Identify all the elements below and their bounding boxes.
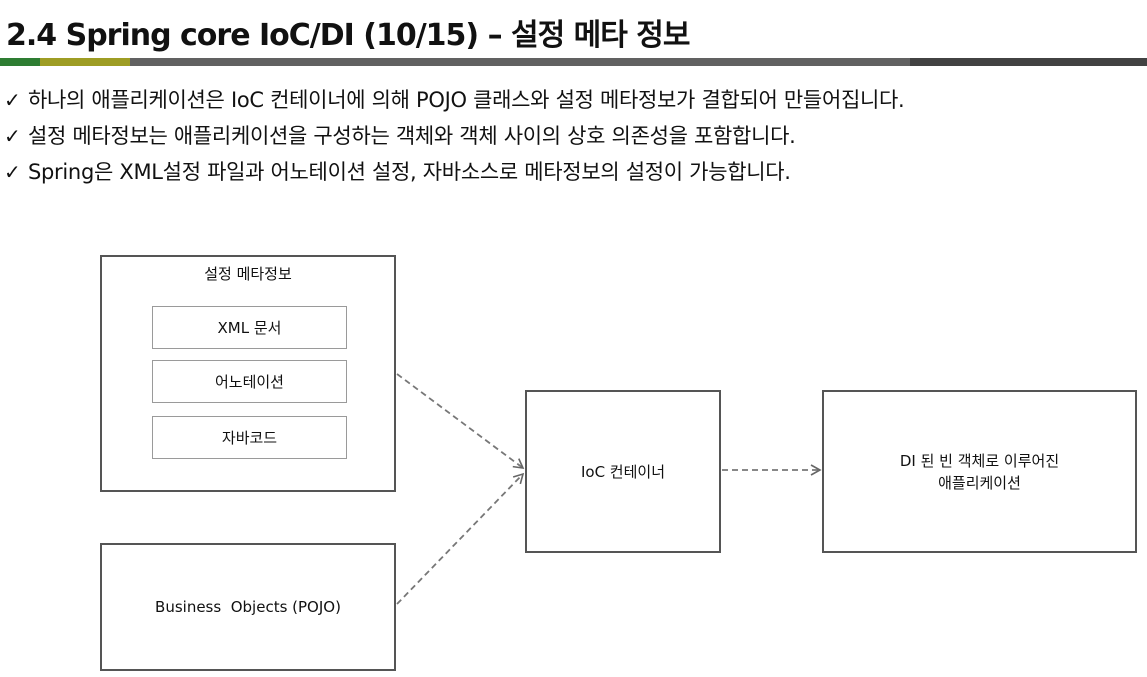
config-metadata-title: 설정 메타정보 [204, 265, 292, 283]
config-item-label: 어노테이션 [214, 373, 284, 391]
bullet-item: ✓ 설정 메타정보는 애플리케이션을 구성하는 객체와 객체 사이의 상호 의존성… [4, 118, 904, 154]
arrow-config-to-ioc [396, 373, 525, 469]
check-icon: ✓ [4, 160, 21, 184]
title-underline-green [0, 58, 40, 66]
title-underline-olive [40, 58, 130, 66]
title-underline [0, 58, 1147, 66]
slide-title: 2.4 Spring core IoC/DI (10/15) – 설정 메타 정… [6, 18, 691, 53]
check-icon: ✓ [4, 124, 21, 148]
check-icon: ✓ [4, 88, 21, 112]
bullet-list: ✓ 하나의 애플리케이션은 IoC 컨테이너에 의해 POJO 클래스와 설정 메… [4, 82, 905, 190]
business-objects-label: Business Objects (POJO) [155, 598, 341, 616]
config-item-label: XML 문서 [217, 319, 282, 337]
title-underline-dark [910, 58, 1147, 66]
ioc-container-label: IoC 컨테이너 [580, 462, 666, 481]
config-item-java: 자바코드 [152, 416, 347, 459]
business-objects-box: Business Objects (POJO) [100, 543, 396, 671]
bullet-item: ✓ 하나의 애플리케이션은 IoC 컨테이너에 의해 POJO 클래스와 설정 메… [4, 82, 905, 118]
di-application-box: DI 된 빈 객체로 이루어진 애플리케이션 [822, 390, 1137, 553]
bullet-text: 하나의 애플리케이션은 IoC 컨테이너에 의해 POJO 클래스와 설정 메타… [28, 88, 905, 112]
di-application-label-line2: 애플리케이션 [938, 473, 1021, 492]
bullet-text: Spring은 XML설정 파일과 어노테이션 설정, 자바소스로 메타정보의 … [28, 160, 791, 184]
arrow-business-to-ioc [396, 472, 525, 605]
title-underline-gray [130, 58, 910, 66]
di-application-label-line1: DI 된 빈 객체로 이루어진 [899, 451, 1060, 470]
bullet-text: 설정 메타정보는 애플리케이션을 구성하는 객체와 객체 사이의 상호 의존성을… [28, 124, 796, 148]
bullet-item: ✓ Spring은 XML설정 파일과 어노테이션 설정, 자바소스로 메타정보의… [4, 154, 904, 190]
config-item-annotation: 어노테이션 [152, 360, 347, 403]
ioc-container-box: IoC 컨테이너 [525, 390, 721, 553]
config-item-label: 자바코드 [221, 429, 278, 447]
config-item-xml: XML 문서 [152, 306, 347, 349]
